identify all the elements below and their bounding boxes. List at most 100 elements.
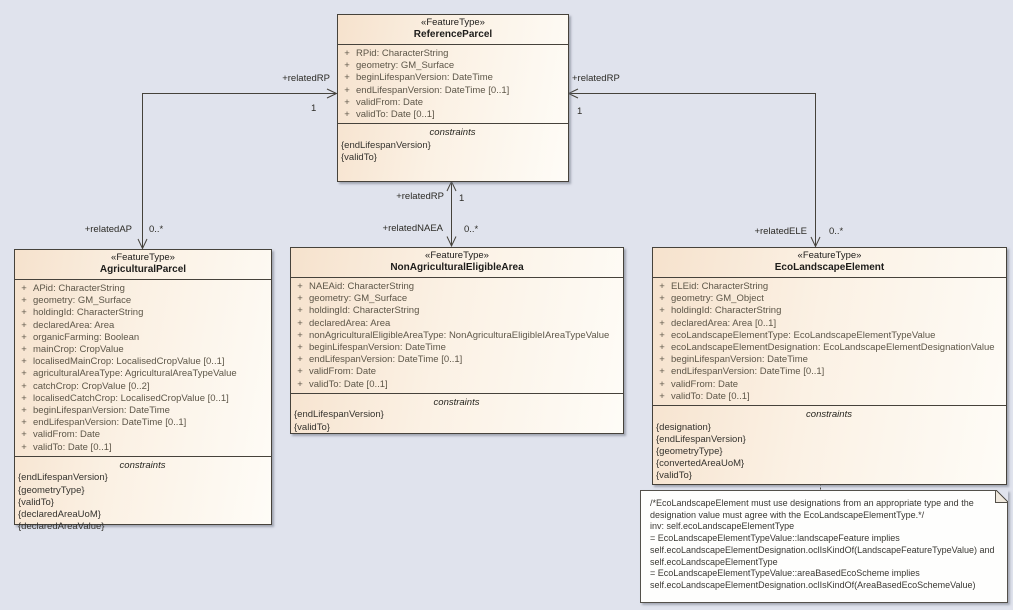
note-line: self.ecoLandscapeElementType (650, 556, 778, 567)
visibility-plus: + (21, 392, 27, 404)
attributes-compartment: + ELEid: CharacterString + geometry: GM_… (653, 278, 1006, 405)
attribute-text: ELEid: CharacterString (671, 281, 769, 292)
arrowhead-into-referenceparcel-left-icon (326, 88, 338, 99)
visibility-plus: + (344, 72, 350, 84)
constraints-list: {endLifespanVersion} {geometryType} {val… (18, 472, 267, 533)
attribute-text: validFrom: Date (309, 366, 377, 378)
visibility-plus: + (659, 354, 665, 366)
role-label-relatedap: +relatedAP (84, 224, 132, 235)
visibility-plus: + (21, 417, 27, 429)
attribute-row: + geometry: GM_Object (653, 293, 1004, 305)
attribute-text: declaredArea: Area (309, 317, 391, 329)
constraint-row: {endLifespanVersion} (294, 409, 384, 421)
role-label-relatedrp-middle: +relatedRP (396, 191, 444, 202)
note-line: = EcoLandscapeElementTypeValue::areaBase… (650, 568, 920, 579)
class-agriculturalparcel[interactable]: «FeatureType» AgriculturalParcel + APid:… (14, 249, 272, 532)
constraints-compartment: constraints {endLifespanVersion} {validT… (338, 123, 568, 181)
attribute-row: + holdingId: CharacterString (653, 305, 1004, 317)
association-ap-rp-line (142, 93, 336, 248)
attribute-row: + beginLifespanVersion: DateTime (291, 342, 621, 354)
visibility-plus: + (297, 305, 303, 317)
multiplicity-relatednaea: 0..* (464, 224, 479, 235)
class-nonagriculturaleligiblearea[interactable]: «FeatureType» NonAgriculturalEligibleAre… (290, 247, 624, 434)
visibility-plus: + (659, 281, 665, 292)
attribute-text: beginLifespanVersion: DateTime (671, 354, 808, 366)
constraint-row: {declaredAreaUoM} (18, 508, 101, 520)
attribute-text: holdingId: CharacterString (309, 305, 420, 317)
attribute-text: localisedCatchCrop: LocalisedCropValue [… (33, 392, 229, 404)
attribute-row: + declaredArea: Area (15, 320, 269, 332)
attributes-compartment: + NAEAid: CharacterString + geometry: GM… (291, 278, 623, 393)
attribute-row: + endLifespanVersion: DateTime [0..1] (653, 366, 1004, 378)
class-header: «FeatureType» EcoLandscapeElement (653, 248, 1006, 278)
attribute-row: + organicFarming: Boolean (15, 332, 269, 344)
attribute-row: + ecoLandscapeElementDesignation: EcoLan… (653, 342, 1004, 354)
class-header: «FeatureType» NonAgriculturalEligibleAre… (291, 248, 623, 278)
class-name: EcoLandscapeElement (774, 262, 885, 273)
attribute-text: declaredArea: Area [0..1] (671, 317, 777, 329)
attribute-text: localisedMainCrop: LocalisedCropValue [0… (33, 356, 225, 368)
attribute-row: + localisedCatchCrop: LocalisedCropValue… (15, 393, 269, 405)
constraint-row: {validTo} (18, 496, 54, 508)
visibility-plus: + (344, 84, 350, 96)
constraints-title: constraints (806, 409, 852, 421)
attribute-text: catchCrop: CropValue [0..2] (33, 380, 150, 392)
attribute-text: geometry: GM_Object (671, 293, 764, 305)
attribute-row: + beginLifespanVersion: DateTime (15, 405, 269, 417)
constraint-row: {designation} (656, 421, 711, 433)
attribute-row: + holdingId: CharacterString (291, 305, 621, 317)
attribute-row: + validTo: Date [0..1] (653, 391, 1004, 403)
visibility-plus: + (21, 331, 27, 343)
visibility-plus: + (659, 378, 665, 390)
attribute-text: mainCrop: CropValue (33, 344, 124, 356)
attribute-row: + geometry: GM_Surface (338, 60, 566, 72)
attribute-row: + validFrom: Date (15, 429, 269, 441)
attribute-text: holdingId: CharacterString (33, 307, 144, 319)
multiplicity-relatedele: 0..* (829, 226, 844, 237)
visibility-plus: + (297, 342, 303, 354)
visibility-plus: + (659, 390, 665, 402)
class-ecolandscapeelement[interactable]: «FeatureType» EcoLandscapeElement + ELEi… (652, 247, 1007, 485)
class-name: ReferenceParcel (413, 29, 493, 40)
note-line: = EcoLandscapeElementTypeValue::landscap… (650, 533, 900, 544)
multiplicity-relatedrp-middle: 1 (459, 193, 465, 204)
stereotype-label: «FeatureType» (425, 250, 489, 261)
attribute-row: + endLifespanVersion: DateTime [0..1] (338, 85, 566, 97)
class-header: «FeatureType» AgriculturalParcel (15, 250, 271, 280)
constraints-compartment: constraints {endLifespanVersion} {validT… (291, 392, 623, 436)
stereotype-label: «FeatureType» (111, 252, 175, 263)
visibility-plus: + (21, 356, 27, 368)
class-name: AgriculturalParcel (99, 264, 187, 275)
visibility-plus: + (21, 283, 27, 294)
attribute-row: + endLifespanVersion: DateTime [0..1] (15, 417, 269, 429)
constraints-list: {designation} {endLifespanVersion} {geom… (656, 422, 1002, 483)
visibility-plus: + (297, 293, 303, 305)
visibility-plus: + (659, 293, 665, 305)
visibility-plus: + (21, 295, 27, 307)
visibility-plus: + (21, 344, 27, 356)
class-referenceparcel[interactable]: «FeatureType» ReferenceParcel + RPid: Ch… (337, 14, 569, 182)
class-header: «FeatureType» ReferenceParcel (338, 15, 568, 45)
visibility-plus: + (21, 319, 27, 331)
attribute-text: geometry: GM_Surface (33, 295, 132, 307)
attribute-text: RPid: CharacterString (356, 48, 449, 59)
attribute-text: validFrom: Date (671, 378, 739, 390)
attribute-row: + APid: CharacterString (15, 283, 269, 295)
ocl-constraint-note[interactable]: /*EcoLandscapeElement must use designati… (640, 490, 1008, 603)
attribute-text: declaredArea: Area (33, 319, 115, 331)
attribute-row: + validFrom: Date (291, 366, 621, 378)
attribute-text: beginLifespanVersion: DateTime (33, 405, 170, 417)
role-label-relatednaea: +relatedNAEA (382, 223, 443, 234)
attribute-text: validFrom: Date (356, 96, 424, 108)
role-label-relatedrp-left: +relatedRP (282, 73, 330, 84)
attribute-text: endLifespanVersion: DateTime [0..1] (671, 366, 825, 378)
attribute-row: + validFrom: Date (653, 379, 1004, 391)
stereotype-label: «FeatureType» (421, 17, 485, 28)
constraint-row: {validTo} (656, 470, 692, 482)
stereotype-label: «FeatureType» (797, 250, 862, 261)
attribute-row: + agriculturalAreaType: AgriculturalArea… (15, 368, 269, 380)
arrowhead-into-ecolandscapeelement-icon (810, 236, 821, 248)
attribute-row: + beginLifespanVersion: DateTime (338, 72, 566, 84)
attribute-text: agriculturalAreaType: AgriculturalAreaTy… (33, 368, 237, 380)
